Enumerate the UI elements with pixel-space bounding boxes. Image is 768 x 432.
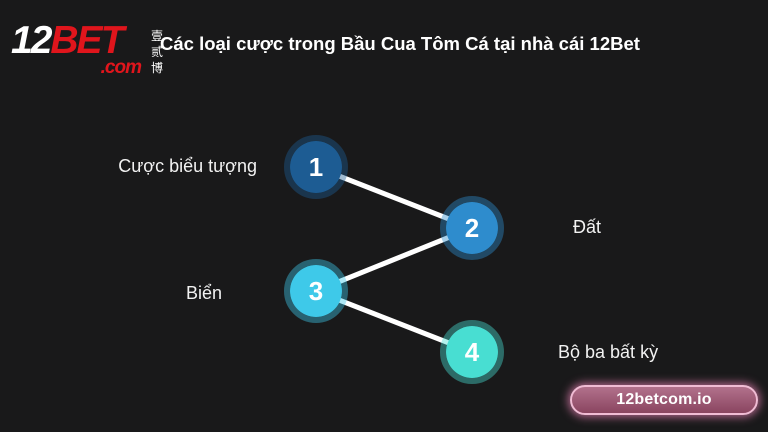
node-4-number: 4 <box>465 337 480 367</box>
page-title: Các loại cược trong Bầu Cua Tôm Cá tại n… <box>160 33 640 54</box>
site-badge[interactable]: 12betcom.io <box>570 385 758 415</box>
node-2-number: 2 <box>465 213 479 243</box>
node-4-label: Bộ ba bất kỳ <box>558 342 659 362</box>
node-1-circle <box>290 141 342 193</box>
node-2-circle <box>446 202 498 254</box>
node-3: 3 <box>284 259 348 323</box>
node-3-circle <box>290 265 342 317</box>
node-1: 1 <box>284 135 348 199</box>
node-1-ring <box>284 135 348 199</box>
12bet-logo: 12 BET .com 壹贰博 <box>11 19 163 79</box>
logo-text-bet: BET <box>50 19 124 62</box>
logo-text-12: 12 <box>11 19 52 62</box>
site-badge-label: 12betcom.io <box>616 391 712 408</box>
node-2-label: Đất <box>573 217 602 237</box>
node-3-number: 3 <box>309 276 323 306</box>
node-3-ring <box>284 259 348 323</box>
node-2: 2 <box>440 196 504 260</box>
connector-3-4 <box>313 288 475 355</box>
node-1-number: 1 <box>309 152 323 182</box>
connector-1-2 <box>313 164 475 231</box>
node-4-circle <box>446 326 498 378</box>
connector-3-2 <box>313 225 475 294</box>
node-1-label: Cược biểu tượng <box>118 156 257 176</box>
logo-chinese-characters: 壹贰博 <box>151 29 164 76</box>
node-4: 4 <box>440 320 504 384</box>
node-3-label: Biển <box>185 283 222 303</box>
node-2-ring <box>440 196 504 260</box>
logo-text-com: .com <box>100 57 142 79</box>
node-4-ring <box>440 320 504 384</box>
